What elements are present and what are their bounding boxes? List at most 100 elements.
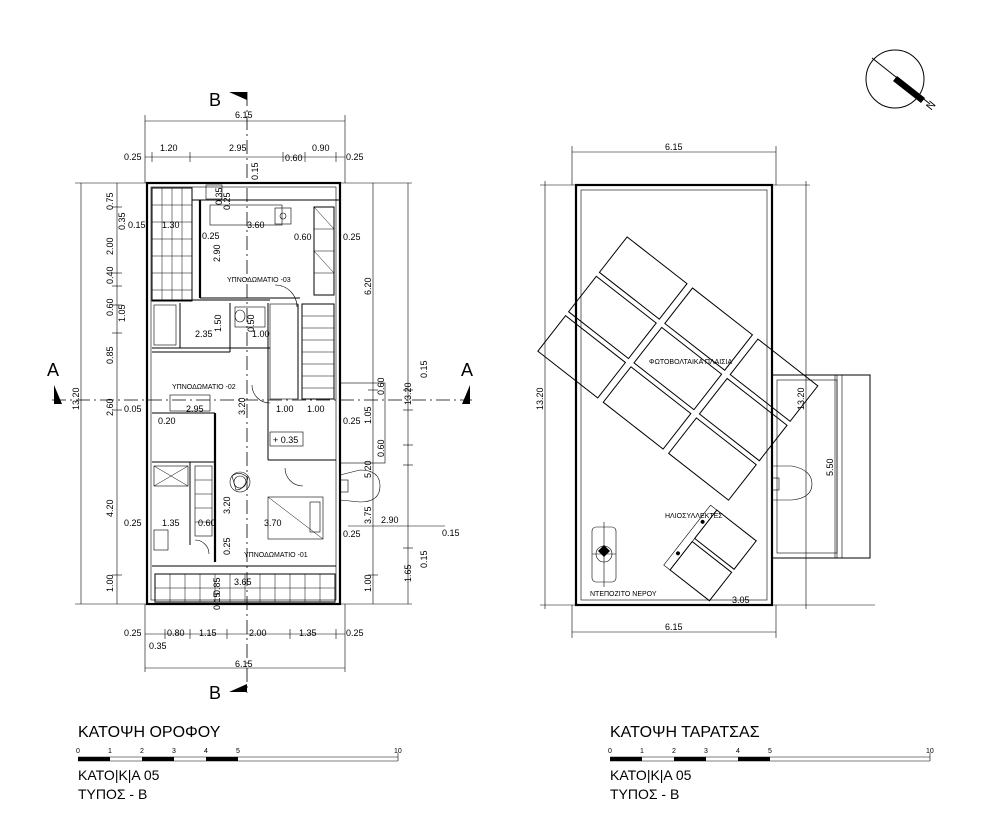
- svg-text:0.85: 0.85: [105, 346, 115, 364]
- svg-text:0.25: 0.25: [222, 537, 232, 555]
- svg-text:1.00: 1.00: [363, 574, 373, 592]
- wardrobe-room3: [313, 206, 335, 296]
- section-label-a-left: A: [47, 360, 59, 380]
- svg-text:4: 4: [736, 748, 740, 755]
- svg-text:0.35: 0.35: [117, 212, 127, 230]
- svg-text:1: 1: [108, 748, 112, 755]
- svg-text:10: 10: [926, 748, 934, 755]
- svg-text:0.20: 0.20: [158, 416, 176, 426]
- svg-text:0: 0: [608, 748, 612, 755]
- roof-dims: 6.15 6.15 13.20 13.20 5.50 3.05: [535, 142, 875, 638]
- section-marker-a-right: [462, 385, 470, 404]
- plant-symbol: [229, 471, 251, 493]
- section-label-b-top: B: [209, 90, 221, 110]
- north-arrow: N: [865, 49, 939, 113]
- svg-text:3.20: 3.20: [222, 496, 232, 514]
- svg-text:3: 3: [172, 748, 176, 755]
- floor-dims-top: 6.15 0.25 1.20 2.95 0.60 0.90 0.25: [124, 110, 364, 183]
- staircase: [269, 303, 335, 400]
- door-swings: [194, 284, 304, 555]
- floor-plan-title: ΚΑΤΟΨΗ ΟΡΟΦΟΥ: [78, 724, 221, 741]
- bathroom-fixtures: [153, 184, 292, 551]
- svg-text:0.25: 0.25: [343, 232, 361, 242]
- svg-text:0.15: 0.15: [128, 220, 146, 230]
- svg-text:0.25: 0.25: [346, 152, 364, 162]
- title-block-roof: ΚΑΤΟΨΗ ΤΑΡΑΤΣΑΣ 0 1 2 3 4 5 10 ΚΑΤΟ|Κ|Α …: [608, 724, 934, 802]
- svg-text:0.25: 0.25: [343, 529, 361, 539]
- svg-text:0.25: 0.25: [124, 518, 142, 528]
- floor-unit-label: ΚΑΤΟ|Κ|Α 05: [78, 767, 160, 783]
- svg-text:13.20: 13.20: [796, 387, 806, 410]
- dim-left-total: 13.20: [71, 387, 81, 410]
- tank-label: ΝΤΕΠΟΖΙΤΟ ΝΕΡΟΥ: [590, 591, 657, 598]
- svg-text:1.05: 1.05: [117, 304, 127, 322]
- solar-collectors: [663, 504, 757, 602]
- water-tank: [591, 522, 617, 587]
- svg-text:1.35: 1.35: [299, 628, 317, 638]
- svg-text:0.25: 0.25: [346, 628, 364, 638]
- outer-wall: [145, 181, 342, 606]
- svg-text:1.05: 1.05: [363, 406, 373, 424]
- svg-text:0.90: 0.90: [312, 143, 330, 153]
- svg-text:0.05: 0.05: [124, 404, 142, 414]
- svg-text:0.60: 0.60: [376, 377, 386, 395]
- svg-text:0.35: 0.35: [149, 641, 167, 651]
- section-marker-b-top: [229, 92, 247, 100]
- svg-text:3.20: 3.20: [237, 397, 247, 415]
- pv-label: ΦΩΤΟΒΟΛΤΑΙΚΑ ΠΛΑΙΣΙΑ: [649, 359, 732, 366]
- svg-text:1.15: 1.15: [199, 628, 217, 638]
- svg-text:1.20: 1.20: [160, 143, 178, 153]
- floor-balcony-projection: [339, 382, 386, 503]
- svg-text:4.20: 4.20: [105, 499, 115, 517]
- svg-text:0.25: 0.25: [124, 628, 142, 638]
- svg-text:0.15: 0.15: [250, 162, 260, 180]
- floor-dims-right: 6.20 5.20 1.00 13.20 0.60 1.05 0.60 3.75…: [340, 182, 460, 605]
- svg-text:0.15: 0.15: [419, 550, 429, 568]
- svg-text:1.65: 1.65: [403, 564, 413, 582]
- svg-text:2.95: 2.95: [229, 143, 247, 153]
- svg-text:0.60: 0.60: [376, 439, 386, 457]
- svg-text:5: 5: [236, 748, 240, 755]
- svg-text:0.60: 0.60: [294, 232, 312, 242]
- roof-type-label: ΤΥΠΟΣ - Β: [610, 786, 679, 802]
- svg-text:6.15: 6.15: [665, 142, 683, 152]
- room-label-03: ΥΠΝΟΔΩΜΑΤΙΟ -03: [227, 277, 291, 284]
- svg-text:10: 10: [394, 748, 402, 755]
- svg-text:1: 1: [640, 748, 644, 755]
- level-box: [269, 431, 304, 447]
- svg-text:0.35: 0.35: [214, 187, 224, 205]
- room-label-01: ΥΠΝΟΔΩΜΑΤΙΟ -01: [244, 552, 308, 559]
- svg-text:0: 0: [76, 748, 80, 755]
- floor-dims-interior: 1.30 0.15 0.25 2.90 3.60 0.60 0.25 0.35 …: [124, 162, 361, 610]
- title-block-floor: ΚΑΤΟΨΗ ΟΡΟΦΟΥ 0 1 2 3 4 5 10 ΚΑΤΟ|Κ|Α 05…: [76, 724, 402, 802]
- floor-plan: B B A A: [47, 90, 473, 703]
- svg-text:0.50: 0.50: [246, 314, 256, 332]
- svg-text:0.15: 0.15: [212, 592, 222, 610]
- svg-text:2.00: 2.00: [105, 237, 115, 255]
- dim-bottom-total: 6.15: [235, 659, 253, 669]
- svg-text:0.25: 0.25: [343, 416, 361, 426]
- svg-text:2.90: 2.90: [212, 244, 222, 262]
- level-label: + 0.35: [273, 435, 298, 445]
- svg-text:2.00: 2.00: [249, 628, 267, 638]
- section-label-b-bottom: B: [209, 683, 221, 703]
- svg-text:5: 5: [768, 748, 772, 755]
- svg-text:0.60: 0.60: [285, 153, 303, 163]
- roof-extension: [771, 374, 871, 559]
- floor-dims-bottom: 0.25 0.80 1.15 2.00 1.35 0.25 0.35 6.15: [124, 604, 364, 672]
- svg-text:2.90: 2.90: [381, 515, 399, 525]
- svg-text:2.35: 2.35: [195, 329, 213, 339]
- svg-text:1.50: 1.50: [213, 314, 223, 332]
- svg-text:3: 3: [704, 748, 708, 755]
- svg-text:0.15: 0.15: [419, 360, 429, 378]
- svg-text:0.15: 0.15: [442, 528, 460, 538]
- svg-text:0.40: 0.40: [105, 266, 115, 284]
- roof-plan: ΦΩΤΟΒΟΛΤΑΙΚΑ ΠΛΑΙΣΙΑ ΗΛΙΟΣΥΛΛΕΚΤΕΣ ΝΤΕΠΟ…: [535, 142, 875, 638]
- svg-text:0.25: 0.25: [124, 152, 142, 162]
- section-label-a-right: A: [461, 360, 473, 380]
- svg-text:0.75: 0.75: [105, 192, 115, 210]
- section-marker-b-bottom: [229, 684, 247, 692]
- svg-text:0.60: 0.60: [198, 518, 216, 528]
- dim-top-total: 6.15: [235, 110, 253, 120]
- svg-text:1.35: 1.35: [162, 518, 180, 528]
